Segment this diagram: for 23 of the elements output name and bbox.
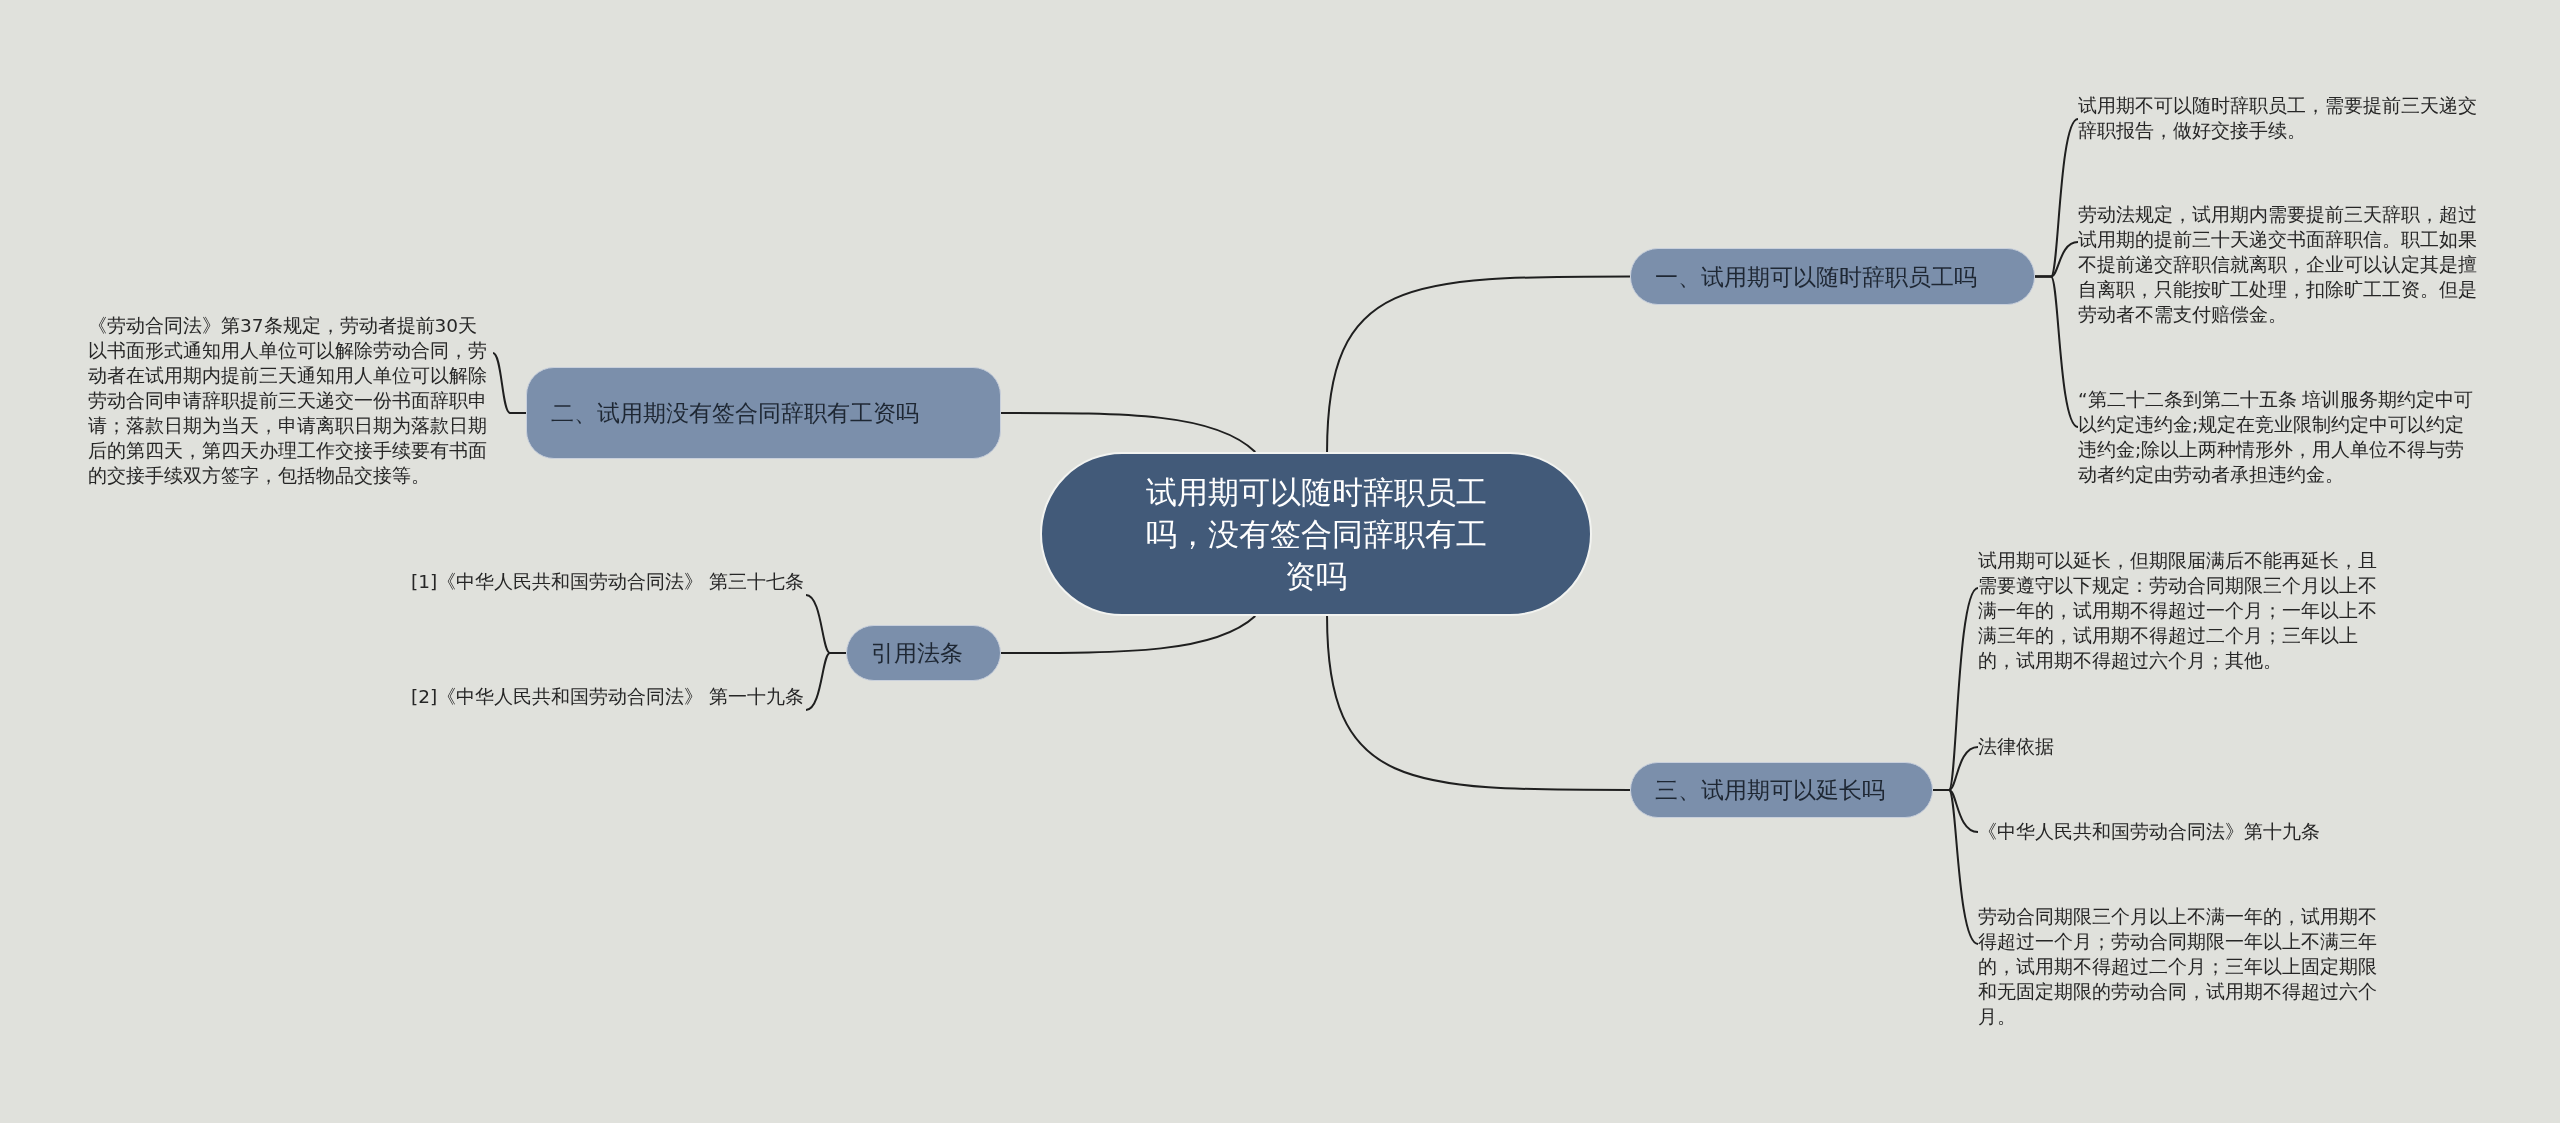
branch-topic: 引用法条 xyxy=(846,625,1001,681)
connector-line xyxy=(1000,615,1257,654)
connector-line xyxy=(1326,615,1631,791)
branch-topic: 一、试用期可以随时辞职员工吗 xyxy=(1630,248,2035,305)
leaf-text: [2]《中华人民共和国劳动合同法》 第一十九条 xyxy=(411,684,806,736)
leaf-text: 试用期可以延长，但期限届满后不能再延长，且需要遵守以下规定：劳动合同期限三个月以上不满一年的，试用期不得超过一个月；一年以上不满三年的，试用期不得超过二个月；三年以上的，试用期不得超过六个月；其他。 xyxy=(1978,548,2383,676)
leaf-text: “第二十二条到第二十五条 培训服务期约定中可以约定违约金;规定在竞业限制约定中可以约定违约金;除以上两种情形外，用人单位不得与劳动者约定由劳动者承担违约金。 xyxy=(2078,387,2483,491)
leaf-text: [1]《中华人民共和国劳动合同法》 第三十七条 xyxy=(411,569,806,621)
leaf-text: 试用期不可以随时辞职员工，需要提前三天递交辞职报告，做好交接手续。 xyxy=(2078,93,2483,145)
leaf-text: 《中华人民共和国劳动合同法》第十九条 xyxy=(1978,819,2383,845)
leaf-text: 劳动法规定，试用期内需要提前三天辞职，超过试用期的提前三十天递交书面辞职信。职工如果不提前递交辞职信就离职，企业可以认定其是擅自离职，只能按旷工处理，扣除旷工工资。但是劳动者不需支付赔偿金。 xyxy=(2078,202,2483,330)
connector-line xyxy=(1000,412,1257,453)
connector-line xyxy=(492,352,527,414)
connector-line xyxy=(2034,275,2079,428)
branch-topic: 三、试用期可以延长吗 xyxy=(1630,762,1933,818)
branch-topic: 二、试用期没有签合同辞职有工资吗 xyxy=(526,367,1001,459)
connector-line xyxy=(1326,275,1631,453)
central-topic: 试用期可以随时辞职员工吗，没有签合同辞职有工资吗 xyxy=(1040,452,1592,616)
leaf-text: 劳动合同期限三个月以上不满一年的，试用期不得超过一个月；劳动合同期限一年以上不满三年的，试用期不得超过二个月；三年以上固定期限和无固定期限的劳动合同，试用期不得超过六个月。 xyxy=(1978,904,2383,1032)
leaf-text: 法律依据 xyxy=(1978,734,2383,760)
leaf-text: 《劳动合同法》第37条规定，劳动者提前30天以书面形式通知用人单位可以解除劳动合同，劳动者在试用期内提前三天通知用人单位可以解除劳动合同申请辞职提前三天递交一份书面辞职申请；落款日期为当天，申请离职日期为落款日期后的第四天，第四天办理工作交接手续要有书面的交接手续双方签字，包括物品交接等。 xyxy=(88,313,493,517)
connector-line xyxy=(805,652,847,711)
connector-line xyxy=(1932,789,1979,945)
